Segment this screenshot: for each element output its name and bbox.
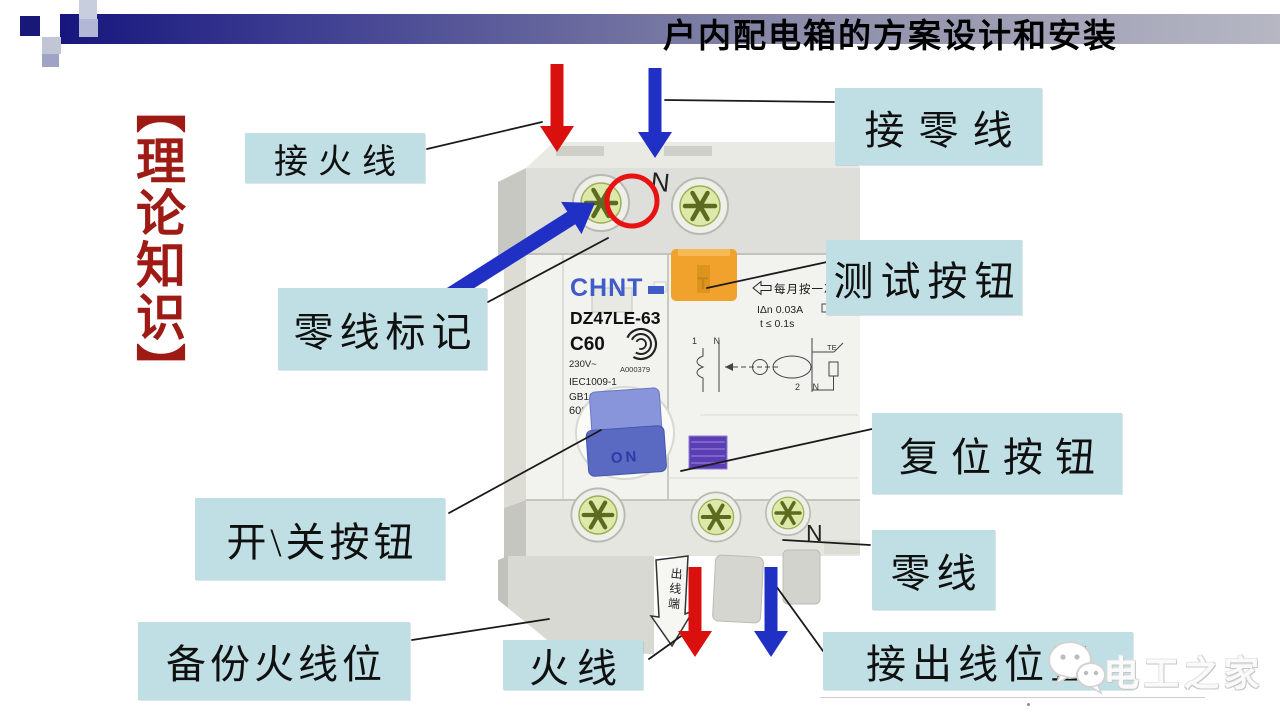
deco-square-lavender [79, 19, 98, 37]
switch-handle [585, 387, 667, 477]
callout-test-button: 测试按钮 [826, 240, 1022, 315]
deco-square-light [79, 0, 97, 19]
din-clip-right [782, 549, 821, 605]
deco-square-navy [20, 16, 40, 36]
standard1-text: IEC1009-1 [569, 377, 617, 388]
breaker-foot-side [498, 556, 508, 608]
top-ridge-left [556, 146, 604, 156]
breaker-left-face-mid [504, 254, 526, 508]
diagram-te: TE [827, 343, 837, 352]
diagram-arrowhead [725, 363, 733, 371]
switch-on-text: ON [610, 448, 640, 467]
callout-neutral-in: 接零线 [835, 88, 1042, 165]
test-button-letter: T [698, 274, 709, 293]
breaker-left-face-low [504, 500, 526, 562]
page-title: 户内配电箱的方案设计和安装 [663, 17, 1118, 54]
trip-time-text: t ≤ 0.1s [760, 318, 794, 330]
callout-switch-button: 开\关按钮 [195, 498, 445, 580]
voltage-text: 230V~ [569, 359, 597, 370]
ccc-mark-icon [624, 327, 658, 361]
brand-text: CHNT [570, 274, 643, 302]
deco-square-gray [42, 37, 61, 54]
residual-current-text: IΔn 0.03A [757, 304, 803, 316]
reset-button [688, 435, 728, 470]
callout-backup-live: 备份火线位 [138, 622, 410, 700]
tiny-dot [1027, 703, 1030, 706]
right-step [824, 540, 860, 554]
brand-dash [648, 286, 664, 294]
cert-no-text: A000379 [620, 365, 650, 374]
top-ridge-right [664, 146, 712, 156]
callout-live-in: 接火线 [245, 133, 425, 183]
model-text: DZ47LE-63 [570, 308, 661, 328]
diagram-1n: 1 N [692, 336, 727, 346]
wechat-icon [1048, 641, 1106, 695]
section-title-vertical: 【理论知识】 [129, 83, 185, 395]
test-button-highlight [678, 249, 730, 256]
breaker-left-face-top [498, 168, 526, 268]
rating-text: C60 [570, 334, 605, 355]
deco-square-small [42, 54, 59, 67]
circuit-diagram [696, 338, 844, 392]
faint-divider-line [820, 697, 1205, 698]
callout-live: 火线 [503, 640, 643, 691]
callout-neutral-mark: 零线标记 [278, 288, 487, 370]
neutral-letter-bottom: N [806, 520, 823, 546]
din-clip-left [712, 554, 764, 624]
header-gradient-bar [60, 14, 1280, 44]
callout-neutral: 零线 [872, 530, 995, 610]
watermark-text: 电工之家 [1104, 655, 1265, 694]
diagram-2n: 2 N [795, 382, 824, 392]
callout-reset-button: 复位按钮 [872, 413, 1122, 494]
neutral-letter-top: N [649, 166, 671, 198]
